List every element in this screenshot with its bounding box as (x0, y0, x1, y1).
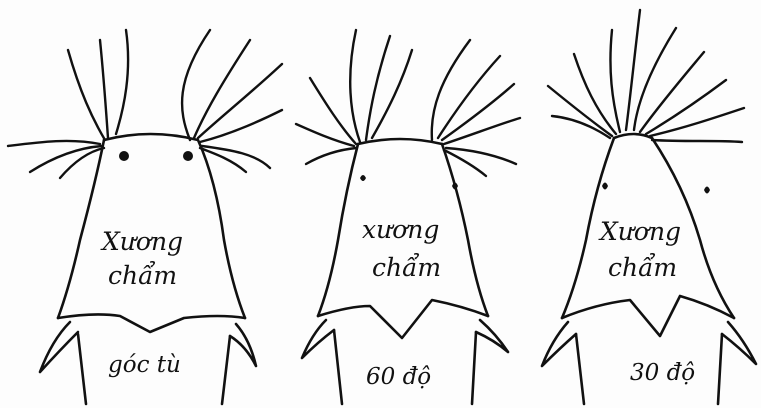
barbel-right-2 (194, 40, 250, 138)
barbel-left-1 (68, 50, 105, 140)
barbel-right-5 (652, 140, 742, 142)
barbel-left-3 (372, 50, 412, 138)
barbel-left-2 (366, 36, 390, 140)
body-right (718, 334, 722, 404)
barbel-left-4 (548, 86, 612, 136)
occipital-edge (562, 296, 734, 336)
barbel-left-1 (350, 30, 360, 142)
bone-label-line2: chẩm (108, 261, 177, 290)
barbel-left-6 (306, 148, 356, 164)
pectoral-spine-left (542, 322, 576, 366)
angle-label: 30 độ (630, 360, 695, 386)
body-left (576, 334, 584, 404)
occipital-edge (58, 314, 245, 332)
eye-left (360, 175, 366, 181)
body-left (334, 330, 342, 404)
head-outline-left (58, 140, 104, 318)
head-outline-left (318, 144, 358, 316)
angle-label: góc tù (108, 352, 181, 378)
barbel-left-1 (610, 30, 620, 132)
eye-right (704, 187, 710, 194)
head-top (614, 134, 652, 138)
bone-label-line1: Xương (100, 227, 183, 256)
barbel-left-2 (100, 40, 108, 138)
body-right (222, 336, 230, 404)
barbel-left-4 (8, 141, 100, 146)
eye-left (119, 151, 129, 161)
head-outline (104, 134, 245, 318)
barbel-right-2 (640, 52, 704, 132)
pectoral-spine-right (230, 324, 256, 366)
panel-obtuse: Xương chẩm góc tù (8, 30, 282, 404)
barbel-right-1 (182, 30, 210, 140)
barbel-right-2 (438, 56, 500, 138)
body-right (472, 332, 476, 404)
barbel-right-1 (634, 28, 676, 130)
panel-sixty-degree: xương chẩm 60 độ (296, 30, 520, 404)
barbel-left-5 (30, 146, 102, 172)
barbel-left-3 (116, 30, 128, 134)
eye-left (602, 183, 608, 190)
bone-label-line1: xương (362, 215, 439, 244)
angle-label: 60 độ (366, 364, 431, 390)
barbel-right-3 (198, 64, 282, 138)
head-top (358, 139, 442, 144)
body-left (78, 334, 86, 404)
head-outline-right (442, 144, 488, 316)
pectoral-spine-left (302, 320, 334, 358)
pectoral-spine-right (722, 322, 756, 364)
eye-right (183, 151, 193, 161)
bone-label-line2: chẩm (608, 253, 677, 282)
occipital-edge (318, 300, 488, 338)
bone-label-line1: Xương (598, 217, 681, 246)
pectoral-spine-right (476, 320, 508, 352)
panel-thirty-degree: Xương chẩm 30 độ (542, 10, 756, 404)
barbel-left-5 (296, 124, 354, 146)
bone-label-line2: chẩm (372, 253, 441, 282)
pectoral-spine-left (40, 322, 78, 372)
